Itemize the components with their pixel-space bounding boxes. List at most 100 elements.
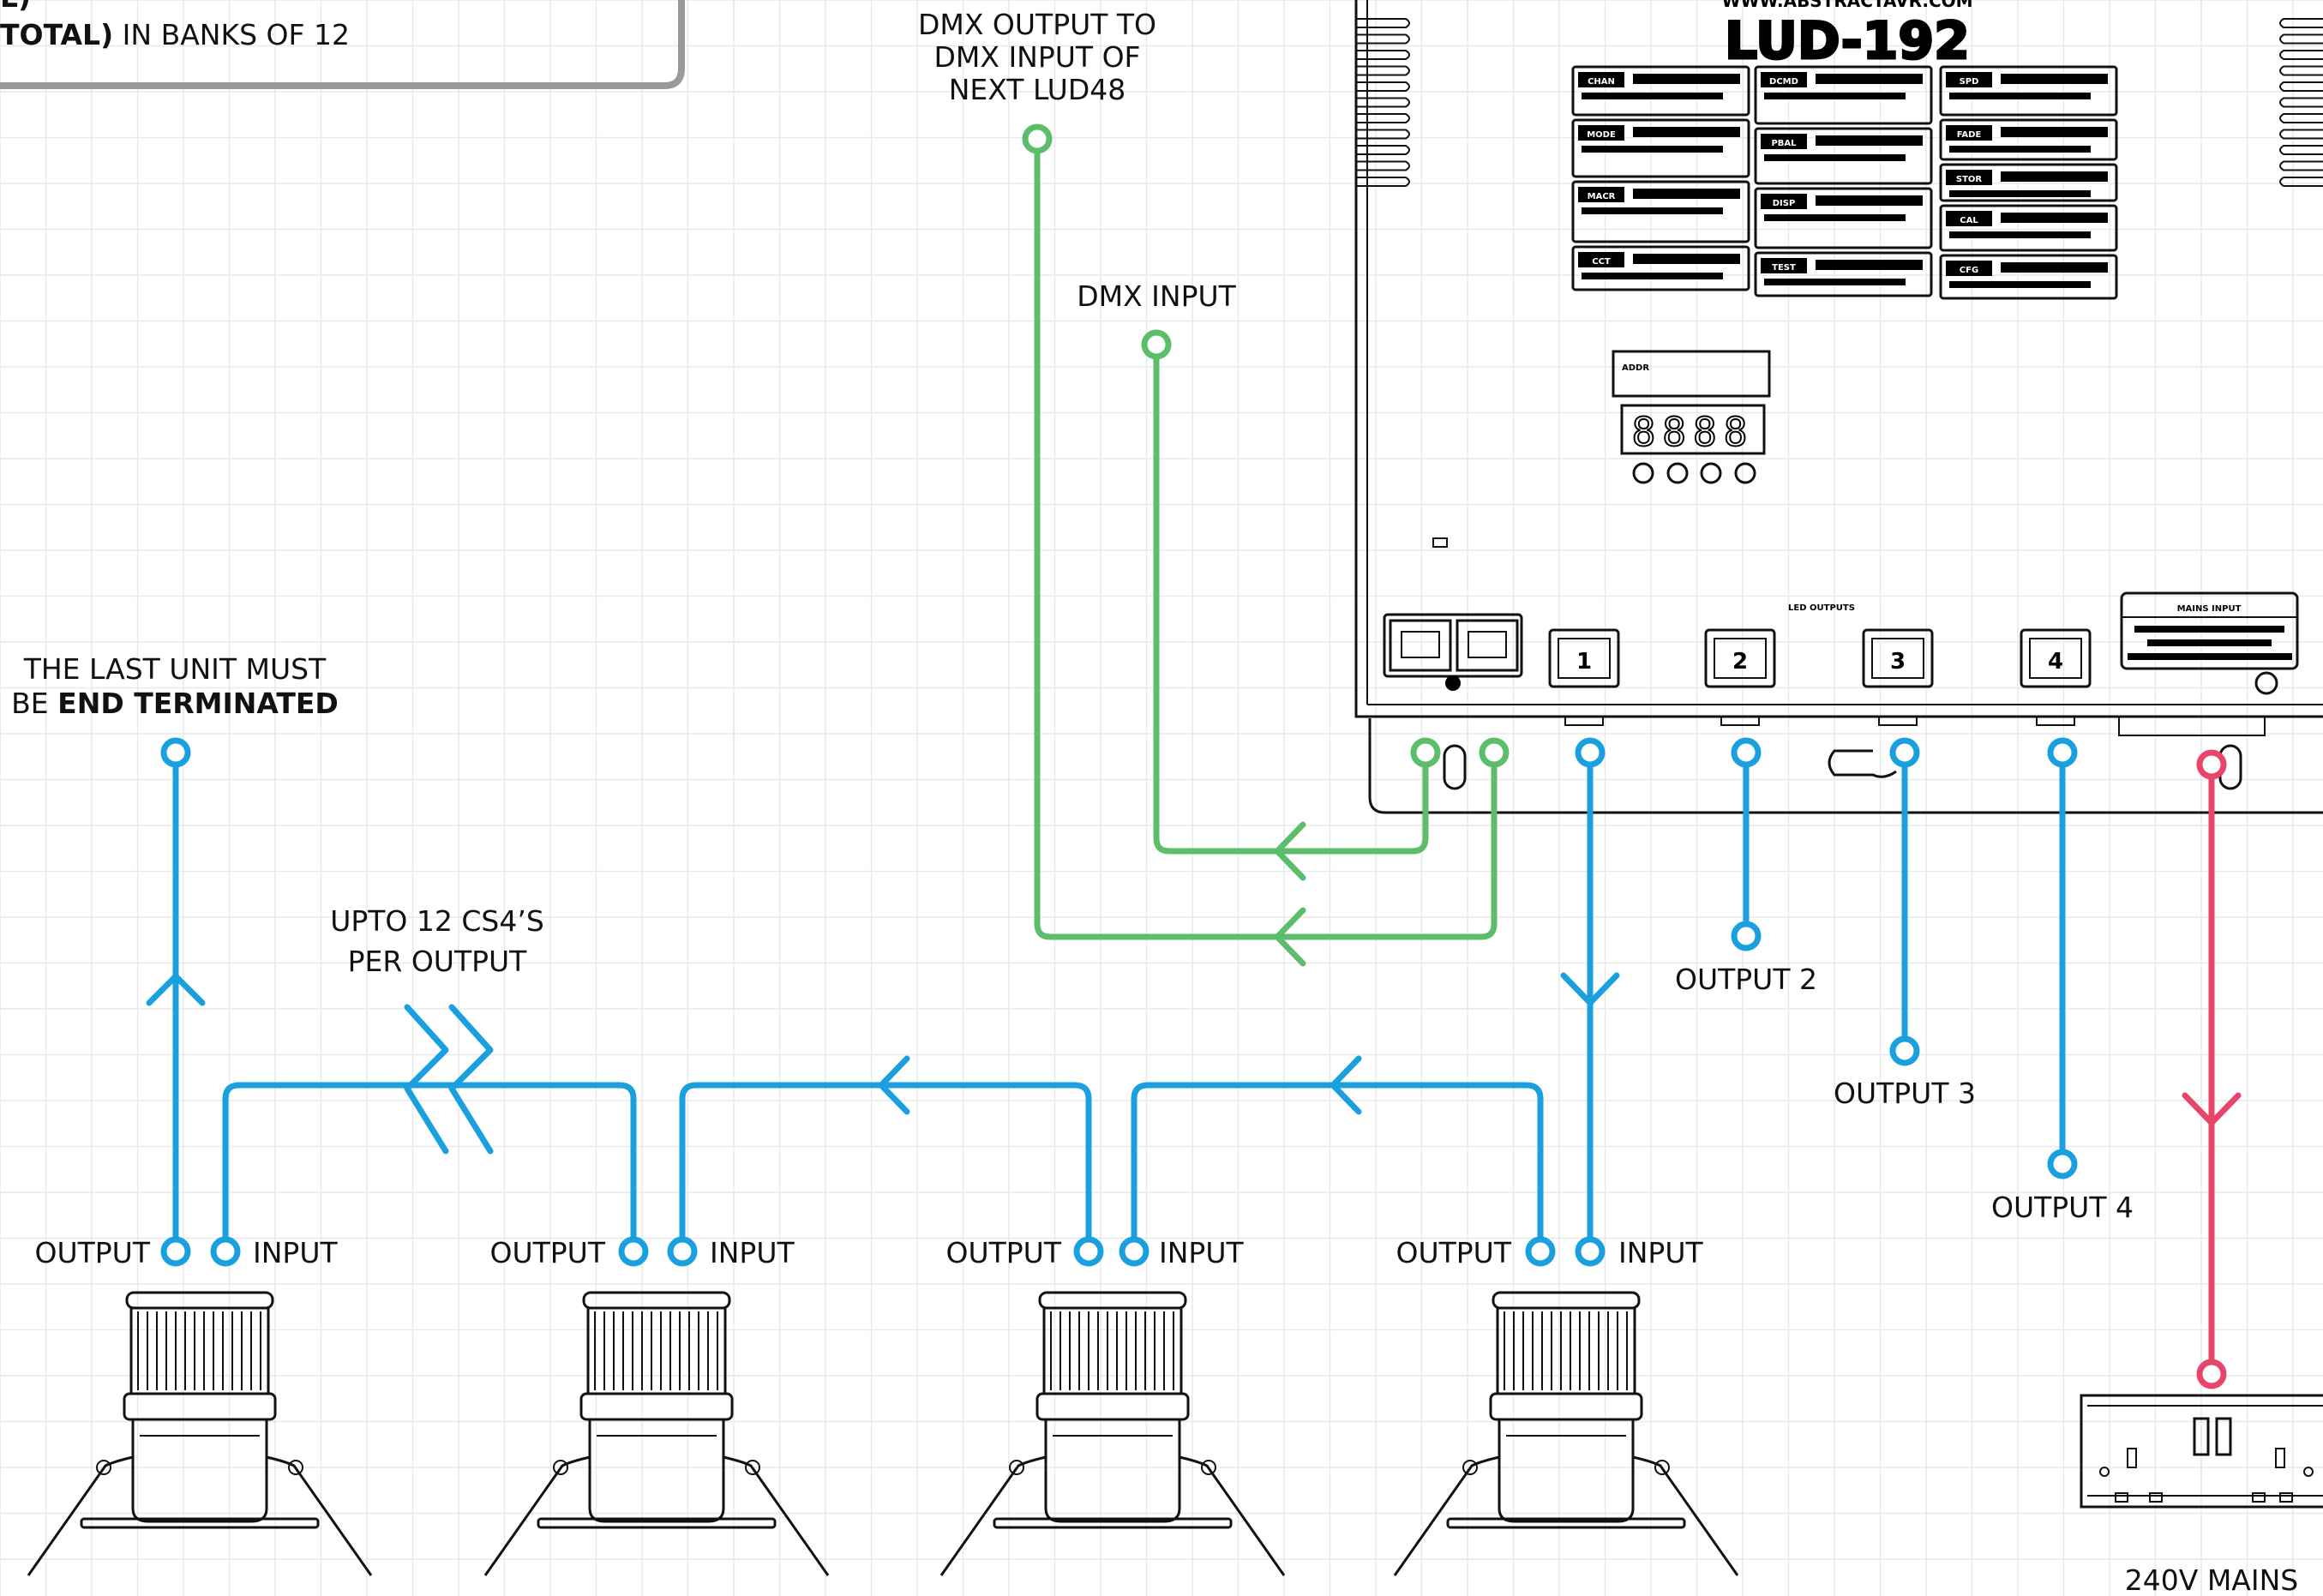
end-termination-line1: THE LAST UNIT MUST <box>23 652 327 686</box>
led-output-port <box>1704 628 1776 688</box>
mains-wire <box>2182 761 2242 1377</box>
dmx-output-label-line2: DMX INPUT OF <box>933 40 1140 74</box>
menu-code: PBAL <box>1771 139 1797 148</box>
connection-node <box>1731 921 1762 951</box>
connection-node <box>667 1236 698 1267</box>
dmx-output-label-line3: NEXT LUD48 <box>949 73 1126 106</box>
output-3-label: OUTPUT 3 <box>1834 1077 1976 1110</box>
output-2-label: OUTPUT 2 <box>1675 963 1817 996</box>
menu-code: TEST <box>1772 263 1796 273</box>
model-name: LUD-192 <box>1725 11 1970 71</box>
cooling-fins-right <box>2279 18 2323 187</box>
menu-code-box <box>1754 251 1933 297</box>
lud-192-controller: WWW.ABSTRACTAVR.COM LUD-192 CHAN MODE MACR… <box>1354 0 2323 814</box>
menu-code: MODE <box>1587 130 1616 140</box>
connection-nodes <box>160 123 2227 1389</box>
menu-code: SPD <box>1960 77 1979 87</box>
connection-node <box>618 1236 649 1267</box>
fixture-4-input-label: INPUT <box>1618 1236 1703 1269</box>
fixture-2-input-label: INPUT <box>710 1236 795 1269</box>
connection-node <box>1575 737 1606 768</box>
connection-node <box>1479 737 1510 768</box>
led-output-wires <box>146 749 2066 1255</box>
connection-node <box>1575 1236 1606 1267</box>
connection-node <box>1889 737 1920 768</box>
mains-socket <box>2080 1394 2323 1509</box>
led-output-ports: 1 2 3 4 <box>1548 628 2092 726</box>
address-code: ADDR <box>1622 363 1649 373</box>
led-output-number: 4 <box>2048 649 2063 675</box>
menu-code-box <box>1939 163 2118 202</box>
menu-code: DISP <box>1773 199 1796 208</box>
fixture-1-input-label: INPUT <box>253 1236 338 1269</box>
fixture-3-output-label: OUTPUT <box>946 1236 1062 1269</box>
up-button[interactable] <box>1734 462 1756 484</box>
menu-button[interactable] <box>1632 462 1654 484</box>
connection-node <box>1889 1035 1920 1066</box>
menu-code: CAL <box>1960 216 1978 225</box>
menu-code: STOR <box>1956 175 1983 184</box>
led-output-number: 2 <box>1732 649 1748 675</box>
led-output-number: 3 <box>1890 649 1906 675</box>
note-line-2: TOTAL) IN BANKS OF 12 <box>0 18 350 51</box>
connection-node <box>210 1236 241 1267</box>
mains-label: 240V MAINS <box>2125 1563 2298 1596</box>
cs4-downlight <box>939 1291 1286 1576</box>
menu-code: FADE <box>1957 130 1982 140</box>
menu-code: DCMD <box>1769 77 1798 87</box>
menu-code: MACR <box>1588 192 1616 201</box>
output-4-label: OUTPUT 4 <box>1991 1191 2134 1224</box>
menu-code: CCT <box>1592 257 1611 267</box>
end-termination-line2: BE END TERMINATED <box>11 687 339 720</box>
connection-node <box>2047 1149 2078 1179</box>
fixture-1-output-label: OUTPUT <box>35 1236 151 1269</box>
brand-url: WWW.ABSTRACTAVR.COM <box>1721 0 1972 11</box>
dmx-input-label: DMX INPUT <box>1077 279 1236 313</box>
menu-code-box <box>1571 245 1750 291</box>
connection-node <box>2047 737 2078 768</box>
led-output-port <box>1862 628 1934 688</box>
dmx-ports <box>1383 537 1523 691</box>
cs4-downlight <box>27 1291 373 1576</box>
fixture-3-input-label: INPUT <box>1159 1236 1244 1269</box>
menu-code-box <box>1571 118 1750 178</box>
connection-node <box>2196 1359 2227 1389</box>
down-button[interactable] <box>1700 462 1722 484</box>
menu-code-box <box>1939 204 2118 252</box>
connection-node <box>1410 737 1441 768</box>
cs4-downlight <box>1393 1291 1739 1576</box>
connection-node <box>160 737 191 768</box>
upto-label-line2: PER OUTPUT <box>348 945 528 978</box>
connection-node <box>1525 1236 1556 1267</box>
connection-node <box>1141 329 1172 360</box>
note-line-1: L) <box>0 0 31 14</box>
seven-segment-display <box>1620 404 1766 455</box>
led-output-number: 1 <box>1576 649 1592 675</box>
connection-node <box>2196 749 2227 780</box>
menu-code-box <box>1571 180 1750 243</box>
display-digits: 8888 <box>1632 409 1755 455</box>
address-box <box>1612 350 1771 398</box>
menu-code: CHAN <box>1588 77 1615 87</box>
enter-button[interactable] <box>1666 462 1689 484</box>
connection-node <box>1022 123 1053 154</box>
connection-node <box>1731 737 1762 768</box>
dmx-output-label-line1: DMX OUTPUT TO <box>918 8 1156 41</box>
connection-node <box>1073 1236 1104 1267</box>
led-output-port <box>1548 628 1620 688</box>
cs4-downlight <box>483 1291 830 1576</box>
menu-code-box <box>1939 118 2118 161</box>
fixture-2-output-label: OUTPUT <box>490 1236 606 1269</box>
note-box: L) TOTAL) IN BANKS OF 12 <box>0 0 685 89</box>
dmx-wires <box>1034 135 1498 967</box>
labels: DMX OUTPUT TO DMX INPUT OF NEXT LUD48 DM… <box>11 8 2298 1596</box>
menu-code-box <box>1754 187 1933 249</box>
menu-code: CFG <box>1960 266 1978 275</box>
mains-input-label: MAINS INPUT <box>2177 604 2242 614</box>
cs4-fixtures <box>27 1291 1739 1576</box>
menu-code-box <box>1939 65 2118 117</box>
cooling-fins-left <box>1356 18 1410 187</box>
upto-label-line1: UPTO 12 CS4’S <box>330 904 544 938</box>
